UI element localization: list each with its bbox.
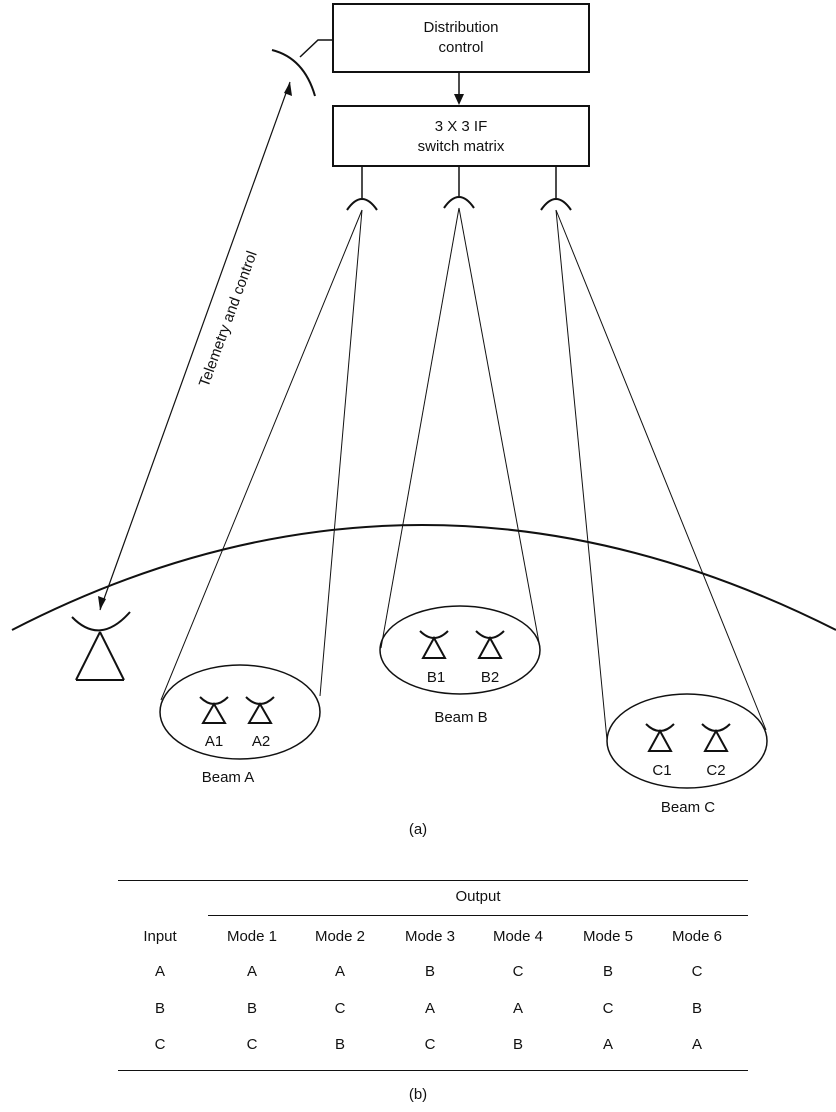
table-cell: C (246, 1036, 258, 1053)
earth-station-c1-icon (645, 723, 675, 752)
caption-b: (b) (408, 1086, 428, 1103)
table-cell: A (334, 963, 345, 980)
mode-header: Mode 3 (404, 928, 456, 945)
table-cell: C (334, 1000, 346, 1017)
beam-a (159, 209, 363, 760)
table-cell: A (512, 1000, 523, 1017)
switch-matrix-box: 3 X 3 IF switch matrix (332, 105, 590, 167)
station-a2-label: A2 (252, 733, 270, 750)
distribution-box-line1: Distribution (423, 19, 498, 36)
table-row-input: B (154, 1000, 165, 1017)
distribution-box-line2: control (438, 39, 483, 56)
telemetry-link-arrow (98, 81, 292, 611)
table-cell: A (602, 1036, 613, 1053)
mode-header: Mode 6 (671, 928, 723, 945)
beam-a-label: Beam A (202, 769, 255, 786)
satellite-telemetry-antenna-icon (271, 39, 333, 97)
table-cell: A (691, 1036, 702, 1053)
station-b1-label: B1 (427, 669, 445, 686)
table-cell: B (602, 963, 613, 980)
table-row-input: C (154, 1036, 166, 1053)
control-arrow (454, 72, 464, 105)
beam-antenna-b-icon (443, 166, 475, 209)
distribution-control-box: Distribution control (332, 3, 590, 73)
beam-antenna-c-icon (540, 166, 572, 211)
beam-b (379, 207, 541, 695)
station-c2-label: C2 (706, 762, 725, 779)
table-cell: B (512, 1036, 523, 1053)
earth-station-c2-icon (701, 723, 731, 752)
earth-station-b2-icon (475, 630, 505, 659)
switch-box-line1: 3 X 3 IF (435, 118, 488, 135)
table-cell: A (246, 963, 257, 980)
telemetry-label: Telemetry and control (196, 249, 261, 390)
table-cell: C (691, 963, 703, 980)
station-b2-label: B2 (481, 669, 499, 686)
table-cell: C (424, 1036, 436, 1053)
beam-antenna-a-icon (346, 166, 378, 211)
earth-horizon (11, 524, 836, 631)
table-cell: B (424, 963, 435, 980)
mode-header: Mode 5 (582, 928, 634, 945)
mode-header: Mode 4 (492, 928, 544, 945)
mode-header: Mode 2 (314, 928, 366, 945)
station-c1-label: C1 (652, 762, 671, 779)
earth-station-a2-icon (245, 696, 275, 724)
table-cell: A (424, 1000, 435, 1017)
table-bottom-rule (118, 1070, 748, 1071)
ground-control-station-icon (71, 611, 131, 681)
input-header: Input (143, 928, 177, 945)
switch-box-line2: switch matrix (418, 138, 505, 155)
table-row-input: A (154, 963, 165, 980)
station-a1-label: A1 (205, 733, 223, 750)
switching-diagram: Distribution control 3 X 3 IF switch mat… (11, 3, 836, 816)
output-underline (208, 915, 748, 916)
beam-b-label: Beam B (434, 709, 487, 726)
beam-c-label: Beam C (661, 799, 715, 816)
table-cell: C (602, 1000, 614, 1017)
output-header: Output (455, 888, 501, 905)
earth-station-a1-icon (199, 696, 229, 724)
table-top-rule (118, 880, 748, 881)
beam-c (555, 209, 768, 789)
caption-a: (a) (408, 821, 428, 838)
earth-station-b1-icon (419, 630, 449, 659)
table-cell: C (512, 963, 524, 980)
table-cell: B (691, 1000, 702, 1017)
table-cell: B (334, 1036, 345, 1053)
table-cell: B (246, 1000, 257, 1017)
mode-header: Mode 1 (226, 928, 278, 945)
